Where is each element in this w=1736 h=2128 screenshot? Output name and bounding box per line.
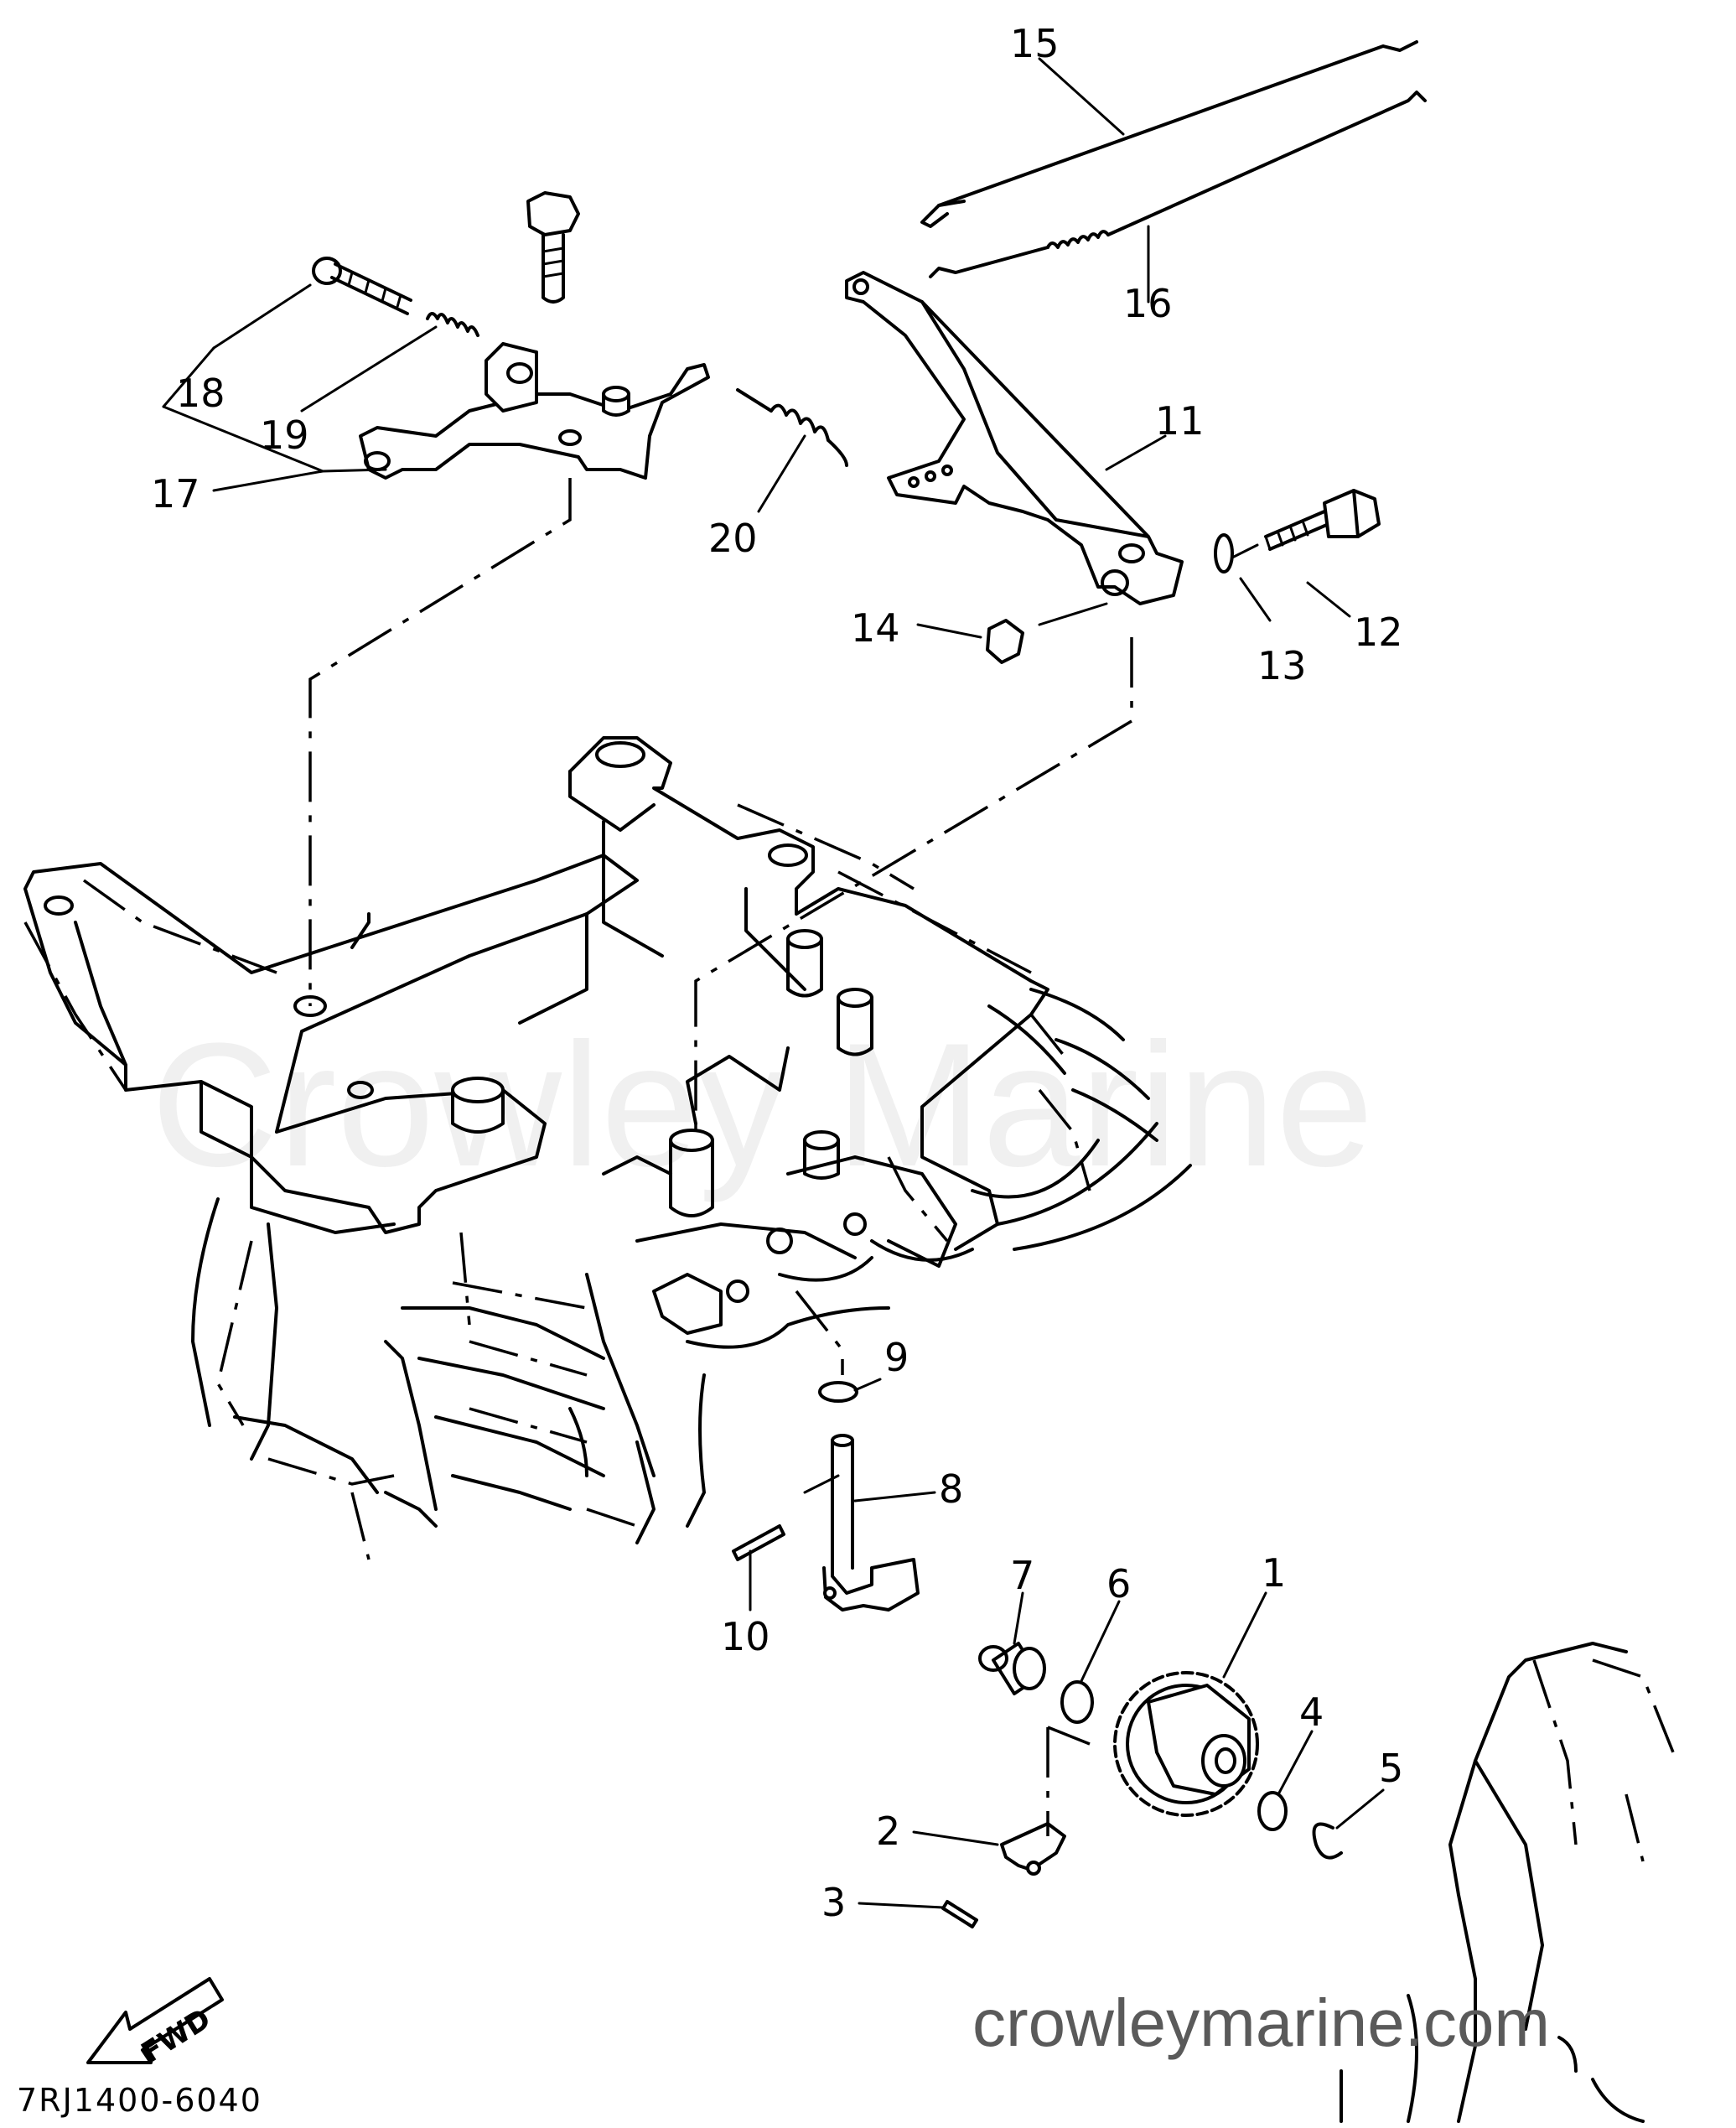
part-12-bolt [1264, 489, 1381, 551]
callout-6: 6 [1106, 1561, 1131, 1606]
part-6-washer [1060, 1680, 1094, 1724]
drawing-code: 7RJ1400-6040 [17, 2082, 262, 2119]
assembly-axes [308, 478, 1133, 1836]
part-13-washer [1214, 533, 1234, 574]
part-8-shaft [803, 1434, 920, 1612]
callout-15: 15 [1010, 21, 1060, 66]
callout-7: 7 [1010, 1553, 1034, 1598]
part-4-washer [1257, 1791, 1288, 1831]
callout-12: 12 [1354, 610, 1403, 655]
callout-14: 14 [851, 605, 900, 651]
part-5-clip [1312, 1822, 1343, 1860]
callout-labels: 15 16 11 12 13 14 18 19 17 20 9 8 10 7 6… [151, 21, 1403, 1925]
part-20-spring [736, 388, 848, 467]
forward-arrow: FWD [86, 1977, 224, 2070]
part-1-gear [1113, 1671, 1259, 1817]
part-14-nut [986, 619, 1024, 664]
part-9-washer [818, 1381, 858, 1403]
callout-19: 19 [260, 413, 309, 458]
callout-20: 20 [708, 516, 758, 561]
callout-17: 17 [151, 471, 200, 516]
leader-lines [162, 57, 1385, 1909]
callout-4: 4 [1299, 1689, 1324, 1735]
engine-frame-drawing [23, 736, 1192, 1544]
lower-right-housing-drawing [1340, 1642, 1645, 2123]
callout-9: 9 [884, 1335, 909, 1380]
callout-1: 1 [1262, 1550, 1286, 1596]
callout-16: 16 [1123, 281, 1173, 326]
part-2-clip [1000, 1822, 1066, 1871]
part-11-lever [845, 271, 1184, 605]
callout-2: 2 [876, 1809, 900, 1854]
part-15-throttle-rod [920, 40, 1418, 228]
callout-5: 5 [1379, 1746, 1403, 1791]
callout-3: 3 [821, 1880, 846, 1925]
watermark-center: Crowley Marine [151, 1006, 1374, 1203]
part-7-bushing [978, 1642, 1046, 1695]
part-17-bracket-plate [359, 342, 710, 480]
callout-10: 10 [721, 1614, 770, 1659]
part-18-screw [312, 257, 412, 315]
part-3-pin [941, 1900, 978, 1928]
plate-bolt [526, 191, 580, 304]
frame-dashed-lines [23, 803, 1678, 1862]
site-watermark: crowleymarine.com [972, 1985, 1550, 2060]
callout-13: 13 [1257, 643, 1307, 688]
part-19-spring [426, 312, 479, 337]
part-10-pin [732, 1524, 785, 1561]
callout-8: 8 [939, 1466, 963, 1512]
callout-11: 11 [1155, 398, 1205, 444]
fwd-label: FWD [136, 2002, 217, 2070]
part-16-rod-spring [929, 91, 1427, 278]
callout-18: 18 [176, 371, 225, 416]
